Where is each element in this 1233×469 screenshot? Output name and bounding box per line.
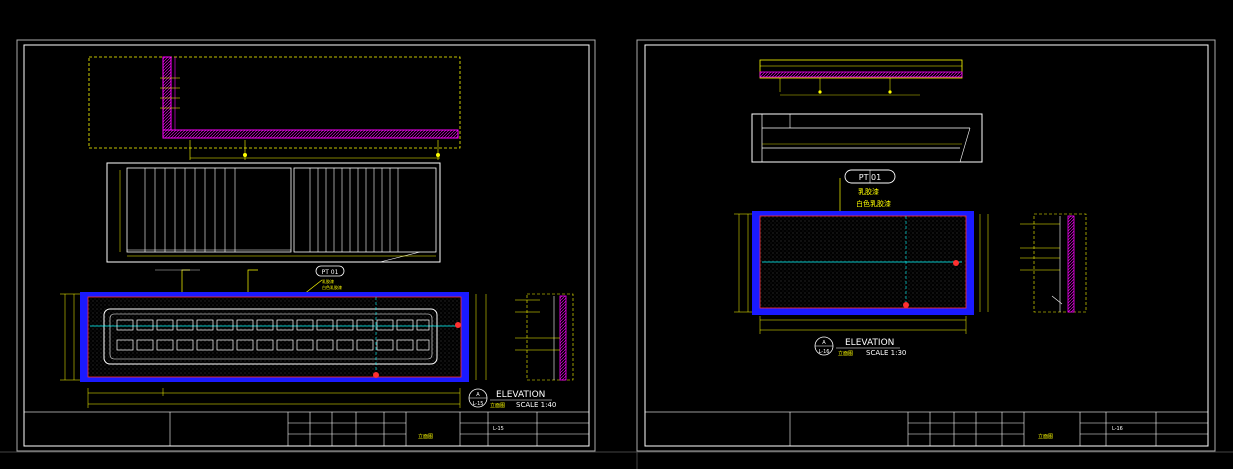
- left-dimensions: [60, 293, 487, 408]
- left-tag-note: 乳胶漆: [322, 278, 334, 284]
- right-bottom-marker: [903, 302, 909, 308]
- viewport-borders: [0, 40, 1233, 469]
- left-louver-elevation: [106, 162, 441, 263]
- right-title-block: [644, 411, 1209, 447]
- right-tag-label: PT 01: [859, 173, 881, 182]
- right-elevation-title: A L-16 ELEVATION 立面图 SCALE 1:30: [814, 336, 906, 357]
- right-sheet: PT 01 乳胶漆 白色乳胶漆: [636, 39, 1216, 452]
- right-main-elevation: [752, 211, 974, 315]
- left-main-elevation: [80, 292, 469, 382]
- left-elevation-ref: L-15: [473, 401, 484, 407]
- right-side-section: [1020, 213, 1087, 313]
- right-elevation-heading: ELEVATION: [845, 338, 894, 348]
- left-elevation-title: A L-15 ELEVATION 立面图 SCALE 1:40: [468, 388, 556, 409]
- right-elevation-ref: L-16: [819, 349, 830, 355]
- right-elevation-number: A: [822, 340, 826, 346]
- left-center-marker: [455, 322, 461, 328]
- left-tag-label: PT 01: [322, 269, 339, 276]
- right-tag-note: 乳胶漆: [858, 187, 879, 196]
- left-sheet-frame: [16, 39, 596, 452]
- right-elevation-scale: SCALE 1:30: [866, 349, 906, 357]
- right-plan-section: [759, 59, 963, 96]
- right-sheet-frame: [636, 39, 1216, 452]
- right-middle-elevation: [751, 113, 983, 163]
- left-title-block-ref: L-15: [493, 426, 504, 432]
- left-plan-section: [88, 56, 461, 160]
- left-elevation-scale: SCALE 1:40: [516, 401, 556, 409]
- left-tag-note2: 白色乳胶漆: [322, 284, 342, 290]
- right-tag-note2: 白色乳胶漆: [856, 199, 891, 208]
- right-center-marker: [953, 260, 959, 266]
- left-title-block-sheet: 立面图: [418, 433, 433, 440]
- left-elevation-number: A: [476, 392, 480, 398]
- left-bottom-marker: [373, 372, 379, 378]
- left-title-block: [23, 411, 590, 447]
- right-elevation-subtitle: 立面图: [838, 350, 853, 357]
- left-sheet-inner-frame: [23, 44, 590, 447]
- left-elevation-subtitle: 立面图: [490, 402, 505, 409]
- left-material-tag: PT 01 乳胶漆 白色乳胶漆: [315, 265, 345, 290]
- right-title-block-ref: L-16: [1112, 426, 1123, 432]
- right-dimensions: [734, 213, 989, 334]
- left-side-section: [515, 293, 574, 381]
- left-sheet: PT 01 乳胶漆 白色乳胶漆: [16, 39, 596, 452]
- right-title-block-sheet: 立面图: [1038, 433, 1053, 440]
- left-elevation-heading: ELEVATION: [496, 390, 545, 400]
